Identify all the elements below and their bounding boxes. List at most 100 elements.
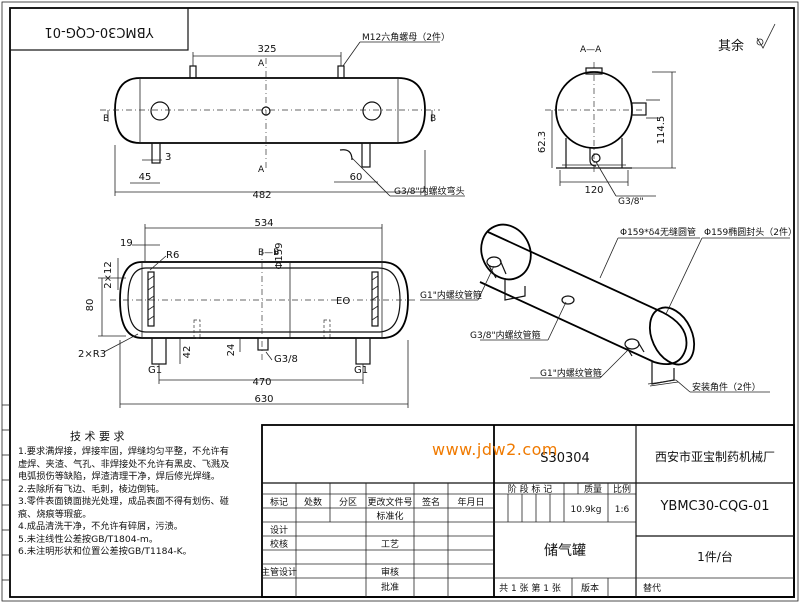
- dim-r6: R6: [166, 250, 179, 261]
- notes-title: 技 术 要 求: [70, 430, 125, 443]
- note-line: 1.要求满焊接，焊接牢固，焊缝均匀平整，不允许有: [18, 446, 229, 457]
- finish-symbol-icon: [756, 23, 776, 49]
- callout-g1-top: G1"内螺纹管箍: [420, 289, 482, 301]
- iso-tank-body: [479, 231, 688, 366]
- watermark: www.jdw2.com: [432, 440, 558, 459]
- finish-circle-icon: [756, 38, 764, 46]
- outlet-g1-right: [355, 337, 371, 365]
- dim-42: 42: [182, 346, 193, 359]
- stage-label: 阶 段 标 记: [508, 483, 553, 495]
- bend-head: [339, 149, 353, 161]
- dim-482: 482: [252, 190, 271, 201]
- note-line: 痕、烧痕等瑕疵。: [18, 508, 92, 520]
- flange-right: [371, 271, 379, 327]
- replace-label: 替代: [643, 582, 661, 594]
- left-edge-marks: [2, 404, 10, 581]
- callout-g1-right: G1: [354, 365, 368, 376]
- dim-19: 19: [120, 238, 133, 249]
- quantity-text: 1件/台: [697, 549, 733, 564]
- iso-bracket-left: [504, 278, 526, 301]
- note-line: 电弧损伤等缺陷，焊渣清理干净，焊后修光焊缝。: [18, 471, 221, 482]
- material-text: S30304: [540, 451, 590, 466]
- approval-review: 审核: [381, 566, 399, 578]
- callout-head: Φ159椭圆封头（2件）: [704, 226, 797, 238]
- callout-g38-bb: G3/8: [274, 354, 298, 365]
- callout-tube: Φ159*δ4无缝圆管: [620, 226, 696, 238]
- dim-62-3: 62.3: [537, 131, 548, 153]
- flange-left: [147, 271, 155, 327]
- hdr-change-no: 更改文件号: [367, 496, 412, 508]
- outlet-g38: [257, 337, 269, 351]
- dim-534: 534: [254, 218, 273, 229]
- dim-80: 80: [85, 299, 96, 312]
- mirror-drawing-number: YBMC30-CQG-01: [44, 24, 154, 39]
- section-b-right: B: [430, 114, 436, 124]
- isometric-view: Φ159*δ4无缝圆管 Φ159椭圆封头（2件） G1"内螺纹管箍 G3/8"内…: [420, 223, 797, 393]
- drawing-number: YBMC30-CQG-01: [659, 499, 769, 514]
- dim-325: 325: [257, 44, 276, 55]
- foot-left: [151, 142, 161, 164]
- section-aa-title: A—A: [580, 45, 602, 55]
- foot-right: [361, 142, 371, 168]
- scale-value: 1:6: [615, 505, 630, 515]
- sheet-info: 共 1 张 第 1 张: [499, 582, 561, 594]
- approval-approve: 批准: [381, 581, 399, 593]
- iso-head-left: [480, 223, 532, 281]
- hdr-date: 年月日: [457, 496, 484, 508]
- section-b-left: B: [103, 114, 109, 124]
- section-a-top: A: [258, 59, 265, 69]
- callout-bracket: 安装角件（2件）: [692, 381, 761, 393]
- hdr-count: 处数: [304, 496, 322, 508]
- mass-value: 10.9kg: [571, 505, 602, 515]
- dim-2xr3: 2×R3: [78, 349, 106, 360]
- dim-3: 3: [165, 152, 171, 163]
- surface-finish-text: 其余: [718, 38, 744, 54]
- iso-head-right: [648, 306, 696, 366]
- note-line: 6.未注明形状和位置公差按GB/T1184-K。: [18, 546, 192, 557]
- scale-label: 比例: [613, 483, 631, 495]
- dim-630: 630: [254, 394, 273, 405]
- outlet-g1-left: [151, 337, 167, 365]
- callout-nut: M12六角螺母（2件）: [362, 31, 450, 43]
- callout-g38-iso: G3/8"内螺纹管箍: [470, 329, 541, 341]
- dim-60: 60: [350, 172, 363, 183]
- role-design: 设计: [270, 524, 288, 536]
- role-check: 校核: [270, 538, 288, 550]
- side-port: [631, 102, 647, 116]
- approval-std: 标准化: [376, 510, 403, 522]
- nut-right: [337, 65, 345, 79]
- note-line: 2.去除所有飞边、毛刺，棱边倒钝。: [18, 483, 165, 495]
- dim-24: 24: [226, 344, 237, 357]
- hdr-mark: 标记: [270, 496, 288, 508]
- port-left: [150, 101, 170, 121]
- top-view: A A B B 325 482 45 3 60 M12六角螺母（2件） G3/8…: [100, 31, 465, 201]
- note-line: 4.成品清洗干净，不允许有碎屑，污渍。: [18, 521, 183, 532]
- dim-470: 470: [252, 377, 271, 388]
- note-line: 虚焊、夹渣、气孔、非焊接处不允许有黑皮、飞溅及: [18, 458, 230, 470]
- mirror-number-box: [9, 7, 189, 51]
- dim-phi159: Φ159: [274, 243, 285, 270]
- section-bb-view: B—B EO 534 19 R6 2×12: [78, 218, 418, 408]
- part-name: 储气罐: [544, 543, 586, 559]
- callout-g1-left: G1: [148, 365, 162, 376]
- dim-114-5: 114.5: [656, 116, 667, 145]
- port-right: [362, 101, 382, 121]
- dim-120: 120: [584, 185, 603, 196]
- dim-2x12: 2×12: [103, 261, 114, 288]
- tank-inner-wall: [127, 267, 401, 333]
- technical-notes: 1.要求满焊接，焊接牢固，焊缝均匀平整，不允许有 虚焊、夹渣、气孔、非焊接处不允…: [18, 446, 263, 559]
- note-line: 3.零件表面镜面抛光处理，成品表面不得有划伤、碰: [18, 496, 229, 507]
- callout-bend-head: G3/8"内螺纹弯头: [394, 185, 465, 197]
- dim-45: 45: [139, 172, 152, 183]
- callout-g38-aa: G3/8": [618, 197, 644, 207]
- nut-left: [189, 65, 197, 79]
- mass-label: 质量: [584, 483, 602, 495]
- callout-g1-bottom: G1"内螺纹管箍: [540, 367, 602, 379]
- hdr-zone: 分区: [339, 497, 357, 508]
- role-lead: 主管设计: [261, 566, 297, 578]
- version-label: 版本: [581, 582, 599, 594]
- section-bb-title: B—B: [258, 248, 279, 258]
- section-aa-view: A—A 62.3 114.5 120 G3/8": [537, 45, 676, 207]
